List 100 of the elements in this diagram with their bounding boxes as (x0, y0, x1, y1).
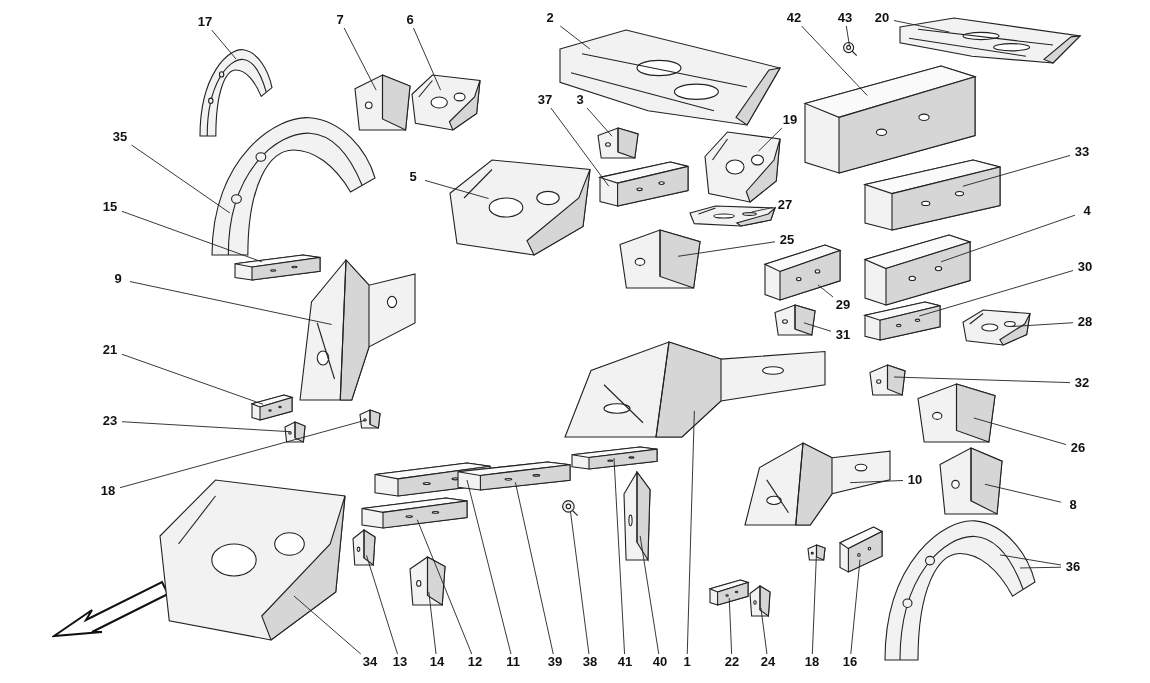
callout-number: 8 (1061, 497, 1085, 513)
leader-line (677, 241, 776, 257)
leader-line (893, 20, 950, 33)
beam-drawing (840, 527, 882, 572)
panel-drawing (705, 132, 780, 202)
callout-number: 38 (578, 654, 602, 670)
leader-line (121, 353, 264, 405)
floor-panel-drawing (560, 30, 780, 125)
callout-number: 30 (1073, 259, 1097, 275)
leader-line (121, 421, 291, 433)
leader-line (751, 207, 774, 213)
bracket-drawing (285, 422, 305, 442)
callout-number: 20 (870, 10, 894, 26)
callout-number: 14 (425, 654, 449, 670)
leader-line (728, 597, 733, 655)
wheel-arch-drawing (885, 518, 1035, 660)
leader-line (973, 417, 1067, 445)
bracket-drawing (870, 365, 905, 395)
bracket-drawing (410, 557, 445, 605)
wheel-arch-drawing (200, 48, 272, 136)
callout-number: 13 (388, 654, 412, 670)
callout-number: 23 (98, 413, 122, 429)
beam-drawing (235, 255, 320, 280)
bracket-drawing (620, 230, 700, 288)
callout-number: 35 (108, 129, 132, 145)
bolt-drawing (562, 500, 578, 516)
beam-drawing (765, 245, 840, 300)
callout-number: 40 (648, 654, 672, 670)
leader-line (686, 410, 695, 655)
callout-number: 9 (106, 271, 130, 287)
beam-drawing (572, 447, 657, 469)
callout-number: 26 (1066, 440, 1090, 456)
leader-line (845, 25, 850, 47)
callout-number: 4 (1075, 203, 1099, 219)
leader-line (760, 607, 768, 655)
leader-line (343, 27, 377, 91)
leader-line (559, 25, 591, 50)
bracket-drawing (940, 448, 1002, 514)
beam-drawing (458, 462, 570, 490)
panel-drawing (963, 310, 1030, 345)
callout-number: 33 (1070, 144, 1094, 160)
callout-number: 5 (401, 169, 425, 185)
callout-number: 16 (838, 654, 862, 670)
leader-line (801, 25, 868, 96)
beam-drawing (805, 66, 975, 173)
leader-line (570, 511, 590, 655)
leader-line (413, 27, 442, 91)
leader-line (999, 554, 1062, 566)
bolt-drawing (843, 42, 857, 56)
leader-line (811, 555, 817, 655)
leader-line (1019, 566, 1062, 569)
callout-number: 24 (756, 654, 780, 670)
panel-drawing (450, 160, 590, 255)
bracket-drawing (775, 305, 815, 335)
bracket-drawing (360, 410, 380, 428)
leader-line (850, 559, 861, 655)
leader-line (514, 481, 554, 655)
callout-number: 10 (903, 472, 927, 488)
leader-line (466, 479, 512, 655)
callout-number: 31 (831, 327, 855, 343)
callout-number: 11 (501, 654, 525, 670)
leader-line (424, 179, 489, 199)
leader-line (131, 144, 231, 214)
leader-line (1011, 322, 1074, 327)
leader-line (817, 284, 834, 298)
callout-number: 34 (358, 654, 382, 670)
leader-line (586, 107, 613, 137)
callout-number: 39 (543, 654, 567, 670)
leader-line (893, 376, 1071, 384)
beam-drawing (600, 162, 688, 206)
leader-line (962, 155, 1071, 187)
callout-number: 36 (1061, 559, 1085, 575)
bracket-drawing (808, 545, 825, 560)
leader-line (940, 214, 1076, 263)
panel-drawing (412, 75, 480, 130)
callout-number: 6 (398, 12, 422, 28)
leader-line (428, 591, 437, 655)
callout-number: 43 (833, 10, 857, 26)
callout-number: 18 (800, 654, 824, 670)
bracket-drawing (598, 128, 638, 158)
beam-drawing (252, 395, 292, 420)
callout-number: 37 (533, 92, 557, 108)
frame-drawing (565, 342, 825, 437)
leader-line (293, 595, 362, 655)
callout-number: 3 (568, 92, 592, 108)
callout-number: 18 (96, 483, 120, 499)
leader-line (119, 419, 366, 489)
floor-panel-drawing (900, 18, 1080, 63)
bracket-drawing (624, 472, 650, 560)
leader-line (849, 480, 904, 484)
callout-number: 41 (613, 654, 637, 670)
callout-number: 27 (773, 197, 797, 213)
bracket-drawing (918, 384, 995, 442)
bracket-drawing (355, 75, 410, 130)
bracket-drawing (353, 530, 375, 565)
beam-drawing (710, 580, 748, 605)
callout-number: 15 (98, 199, 122, 215)
callout-number: 21 (98, 342, 122, 358)
leader-line (639, 535, 660, 655)
leader-line (613, 457, 626, 655)
